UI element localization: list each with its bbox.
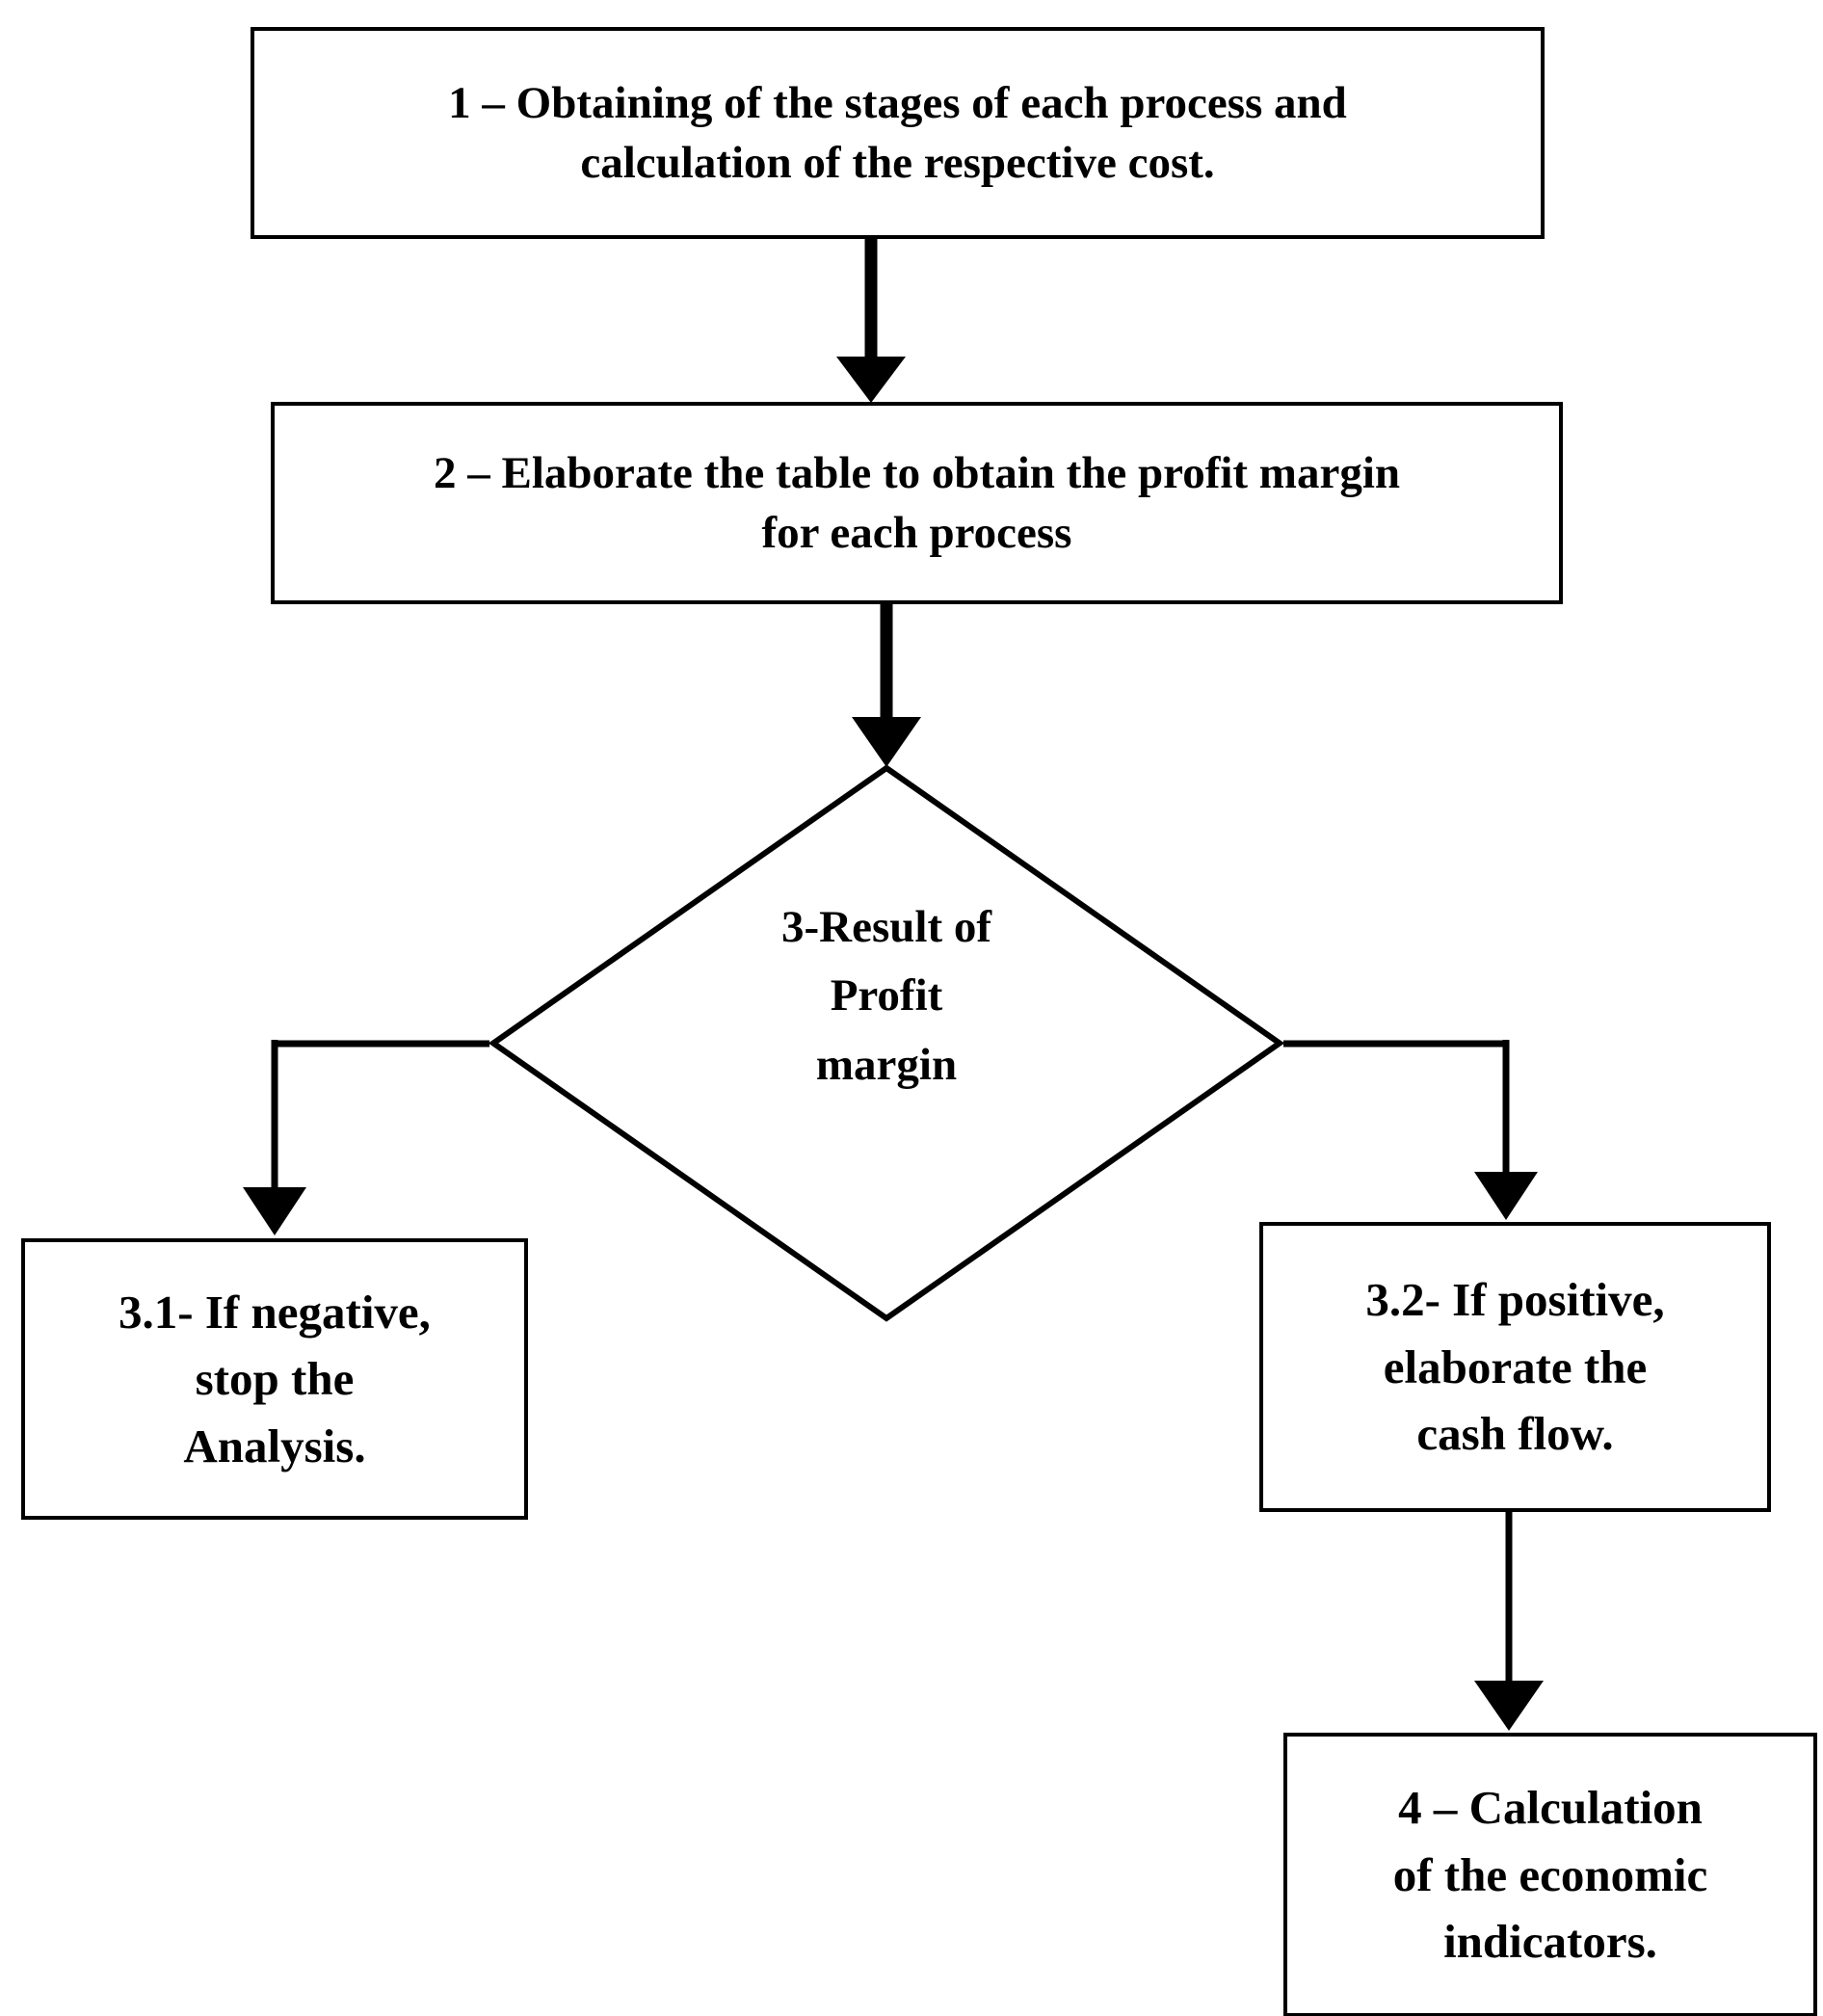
process-box-step-1-text: 1 – Obtaining of the stages of each proc…: [254, 73, 1541, 193]
edge-3-2-to-4: [1474, 1512, 1544, 1731]
process-box-step-3-1-text: 3.1- If negative, stop the Analysis.: [25, 1279, 524, 1480]
process-box-step-2-text: 2 – Elaborate the table to obtain the pr…: [275, 443, 1559, 563]
step-3-1-line-2: stop the: [195, 1352, 355, 1406]
edge-2-to-3: [852, 602, 921, 767]
process-box-step-1[interactable]: 1 – Obtaining of the stages of each proc…: [251, 27, 1545, 239]
step-1-line-1: 1 – Obtaining of the stages of each proc…: [448, 77, 1347, 128]
decision-diamond-shape: [489, 764, 1283, 1322]
step-1-line-2: calculation of the respective cost.: [580, 138, 1215, 188]
edge-3-to-3-2: [1283, 1040, 1538, 1220]
step-2-line-1: 2 – Elaborate the table to obtain the pr…: [433, 447, 1401, 498]
process-box-step-3-2[interactable]: 3.2- If positive, elaborate the cash flo…: [1259, 1222, 1771, 1512]
process-box-step-3-2-text: 3.2- If positive, elaborate the cash flo…: [1263, 1266, 1767, 1468]
step-4-line-1: 4 – Calculation: [1398, 1781, 1703, 1835]
edge-3-to-3-1: [243, 1040, 489, 1235]
step-3-2-line-3: cash flow.: [1416, 1407, 1614, 1461]
decision-diamond-step-3[interactable]: 3-Result of Profit margin: [489, 764, 1283, 1322]
process-box-step-4-text: 4 – Calculation of the economic indicato…: [1287, 1774, 1813, 1976]
step-2-line-2: for each process: [761, 508, 1072, 558]
step-4-line-2: of the economic: [1392, 1847, 1708, 1901]
step-3-1-line-3: Analysis.: [183, 1419, 366, 1472]
process-box-step-3-1[interactable]: 3.1- If negative, stop the Analysis.: [21, 1238, 528, 1520]
step-3-1-line-1: 3.1- If negative,: [119, 1285, 431, 1339]
edge-1-to-2: [836, 237, 906, 403]
process-box-step-4[interactable]: 4 – Calculation of the economic indicato…: [1283, 1733, 1817, 2016]
step-4-line-3: indicators.: [1443, 1915, 1657, 1969]
process-box-step-2[interactable]: 2 – Elaborate the table to obtain the pr…: [271, 402, 1563, 604]
step-3-2-line-1: 3.2- If positive,: [1365, 1273, 1665, 1327]
step-3-2-line-2: elaborate the: [1383, 1340, 1648, 1393]
